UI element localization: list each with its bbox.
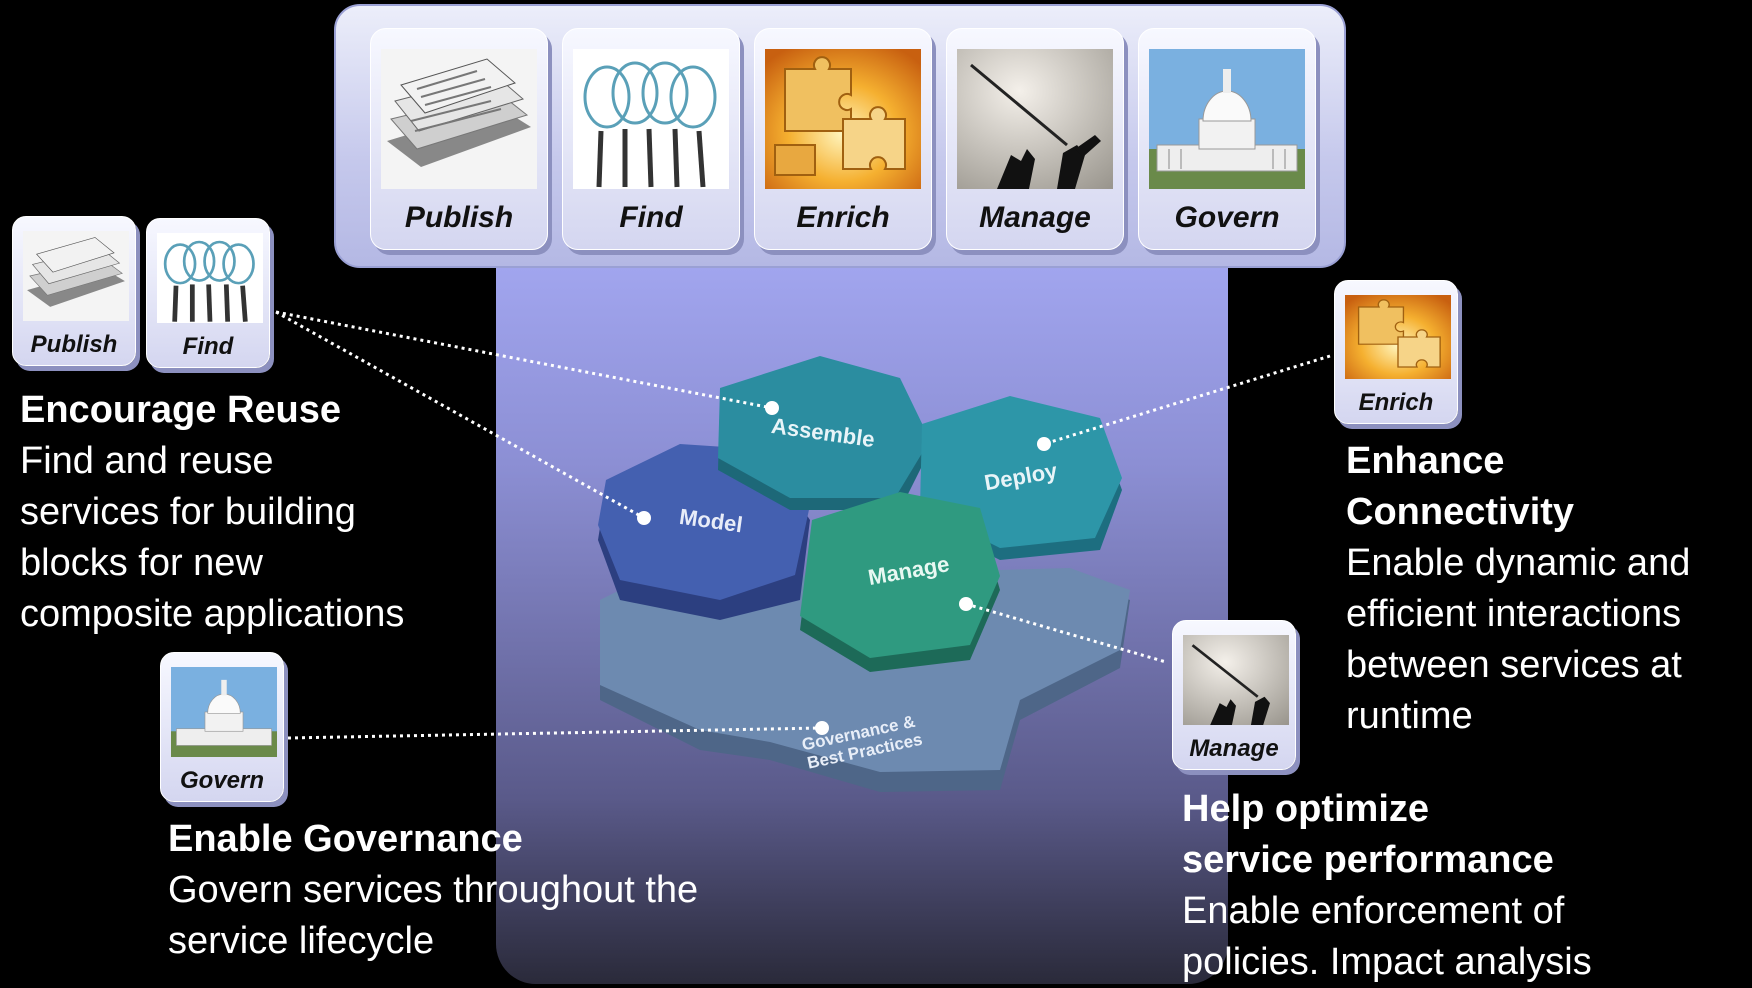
- governance-tile-govern[interactable]: Govern: [160, 652, 284, 802]
- capitol-icon: [171, 667, 277, 757]
- reuse-tile-publish[interactable]: Publish: [12, 216, 136, 366]
- governance-heading: Enable Governance: [168, 818, 523, 860]
- reuse-line: services for building: [20, 491, 356, 533]
- conductor-icon: [957, 49, 1113, 189]
- reuse-callout: Encourage Reuse Find and reuse services …: [20, 385, 404, 640]
- hex-assemble[interactable]: Assemble: [718, 356, 930, 510]
- connectivity-tile-label: Enrich: [1358, 389, 1434, 416]
- magnifier-icon: [573, 49, 729, 189]
- connector-dot: [1037, 437, 1051, 451]
- reuse-line: blocks for new: [20, 542, 263, 584]
- connectivity-heading: Connectivity: [1346, 491, 1575, 533]
- governance-callout: Enable Governance Govern services throug…: [168, 814, 698, 967]
- puzzle-icon: [765, 49, 921, 189]
- reuse-line: composite applications: [20, 593, 405, 635]
- toolbar-tile-govern[interactable]: Govern: [1138, 28, 1316, 250]
- toolbar-tile-label: Find: [619, 201, 683, 234]
- performance-line: Enable enforcement of: [1182, 890, 1565, 932]
- newspaper-icon: [23, 231, 129, 321]
- performance-line: policies. Impact analysis: [1182, 941, 1592, 983]
- connector-dot: [959, 597, 973, 611]
- governance-base: Governance & Best Practices: [600, 568, 1130, 792]
- connectivity-line: runtime: [1346, 695, 1473, 737]
- toolbar-tile-enrich[interactable]: Enrich: [754, 28, 932, 250]
- reuse-tile-label: Find: [182, 333, 234, 360]
- conductor-icon: [1183, 635, 1289, 725]
- toolbar-tile-label: Publish: [404, 201, 514, 234]
- performance-callout: Help optimize service performance Enable…: [1182, 784, 1592, 988]
- connectivity-callout: Enhance Connectivity Enable dynamic and …: [1346, 436, 1690, 742]
- performance-tile-label: Manage: [1189, 735, 1279, 762]
- hex-manage[interactable]: Manage: [800, 492, 1000, 672]
- connectivity-line: efficient interactions: [1346, 593, 1682, 635]
- toolbar-tile-label: Govern: [1174, 201, 1280, 234]
- capabilities-toolbar: Publish Find: [334, 4, 1346, 268]
- connector-find-assemble: [275, 310, 773, 410]
- connector-dot: [765, 401, 779, 415]
- toolbar-tile-label: Enrich: [796, 201, 890, 234]
- connector-govern-base: [287, 726, 823, 740]
- reuse-line: Find and reuse: [20, 440, 274, 482]
- connectivity-line: Enable dynamic and: [1346, 542, 1691, 584]
- governance-line: service lifecycle: [168, 920, 435, 962]
- puzzle-icon: [1345, 295, 1451, 379]
- toolbar-tile-label: Manage: [979, 201, 1091, 234]
- connector-dots: [637, 401, 1051, 735]
- magnifier-icon: [157, 233, 263, 323]
- connectivity-heading: Enhance: [1346, 440, 1505, 482]
- newspaper-icon: [381, 49, 537, 189]
- governance-line: Govern services throughout the: [168, 869, 699, 911]
- governance-tile-label: Govern: [179, 767, 265, 794]
- toolbar-tile-find[interactable]: Find: [562, 28, 740, 250]
- connector-enrich-deploy: [1043, 354, 1331, 446]
- reuse-tile-label: Publish: [30, 331, 118, 358]
- connectivity-line: between services at: [1346, 644, 1682, 686]
- performance-heading: Help optimize: [1182, 788, 1430, 830]
- capitol-icon: [1149, 49, 1305, 189]
- performance-tile-manage[interactable]: Manage: [1172, 620, 1296, 770]
- connector-find-model: [275, 310, 645, 520]
- toolbar-tile-manage[interactable]: Manage: [946, 28, 1124, 250]
- connector-dot: [815, 721, 829, 735]
- reuse-tile-find[interactable]: Find: [146, 218, 270, 368]
- connector-lines: [275, 310, 1331, 740]
- performance-heading: service performance: [1182, 839, 1554, 881]
- connectivity-tile-enrich[interactable]: Enrich: [1334, 280, 1458, 424]
- connector-dot: [637, 511, 651, 525]
- reuse-heading: Encourage Reuse: [20, 389, 341, 431]
- toolbar-tile-publish[interactable]: Publish: [370, 28, 548, 250]
